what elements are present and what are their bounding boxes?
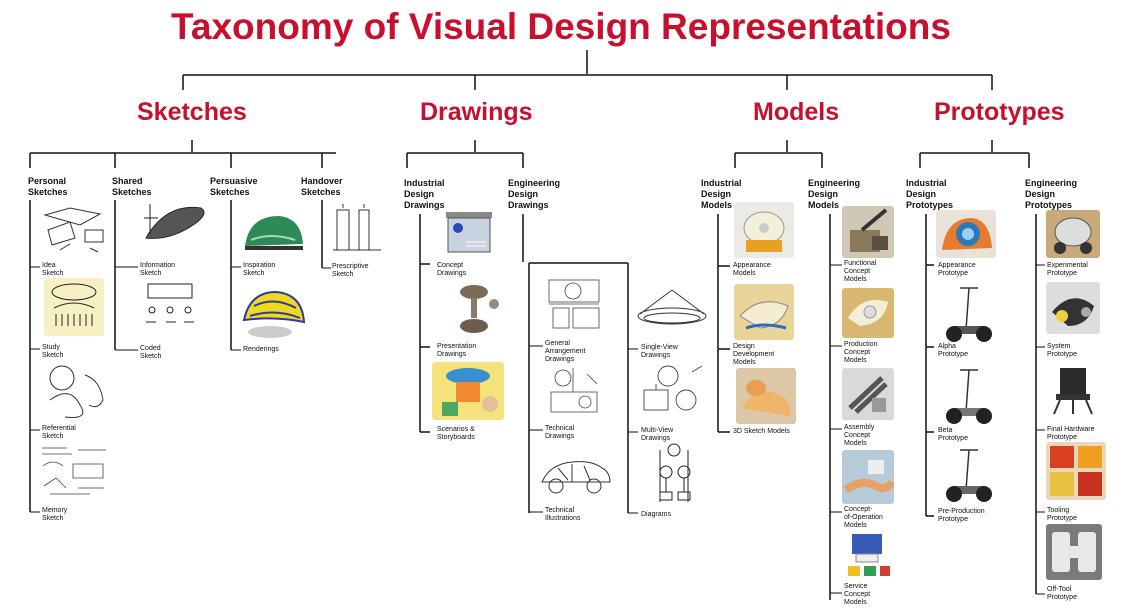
experimental-prototype-illustration [1046,210,1100,258]
renderings-illustration [240,286,306,342]
tooling-prototype-illustration [1046,442,1106,500]
single-view-drawings-illustration [634,288,710,336]
functional-concept-models-illustration [842,206,894,258]
item-beta-prototype: Beta Prototype [938,427,968,442]
subcategory-industrial-design-models: Industrial Design Models [701,178,742,210]
subcategory-persuasive-sketches: Persuasive Sketches [210,176,258,197]
item-general-arrangement-drawings: General Arrangement Drawings [545,340,586,363]
item-service-concept-models: Service Concept Models [844,583,871,606]
category-prototypes: Prototypes [934,98,1065,126]
item-single-view-drawings: Single-View Drawings [641,344,678,359]
prescriptive-sketch-illustration [331,200,383,258]
item-idea-sketch: Idea Sketch [42,262,64,277]
item-system-prototype: System Prototype [1047,343,1077,358]
production-concept-models-illustration [842,288,894,338]
item-assembly-concept-models: Assembly Concept Models [844,424,875,447]
category-sketches: Sketches [137,98,247,126]
referential-sketch-illustration [40,360,110,422]
concept-drawings-illustration [442,204,496,256]
diagrams-illustration [648,440,700,504]
category-drawings: Drawings [420,98,533,126]
idea-sketch-illustration [40,200,110,255]
memory-sketch-illustration [38,442,112,500]
item-design-development-models: Design Development Models [733,343,775,366]
subcategory-industrial-design-prototypes: Industrial Design Prototypes [906,178,954,210]
subcategory-engineering-design-prototypes: Engineering Design Prototypes [1025,178,1078,210]
design-development-models-illustration [734,284,794,340]
sketch-models-3d-illustration [736,368,796,424]
item-final-hardware-prototype: Final Hardware Prototype [1047,426,1095,441]
item-off-tool-prototype: Off-Tool Prototype [1047,586,1077,601]
item-scenarios-storyboards: Scenarios & Storyboards [437,426,475,441]
subcategory-personal-sketches: Personal Sketches [28,176,68,197]
assembly-concept-models-illustration [842,368,894,420]
item-renderings: Renderings [243,346,279,353]
appearance-prototype-illustration [936,210,996,258]
technical-drawings-illustration [543,364,607,420]
item-inspiration-sketch: Inspiration Sketch [243,262,276,277]
item-functional-concept-models: Functional Concept Models [844,260,877,283]
subcategory-engineering-design-drawings: Engineering Design Drawings [508,178,561,210]
item-concept-drawings: Concept Drawings [437,262,467,277]
alpha-prototype-illustration [946,282,992,344]
item-appearance-models: Appearance Models [733,262,771,277]
item-technical-illustrations: Technical Illustrations [545,507,581,522]
presentation-drawings-illustration [452,280,502,338]
technical-illustrations-illustration [538,452,612,500]
item-presentation-drawings: Presentation Drawings [437,343,477,358]
beta-prototype-illustration [946,364,992,426]
off-tool-prototype-illustration [1046,524,1102,580]
item-concept-of-operation-models: Concept- of-Operation Models [844,506,883,529]
subcategory-engineering-design-models: Engineering Design Models [808,178,861,210]
item-coded-sketch: Coded Sketch [140,345,162,360]
subcategory-shared-sketches: Shared Sketches [112,176,152,197]
item-memory-sketch: Memory Sketch [42,507,68,522]
item-information-sketch: Information Sketch [140,262,176,277]
item-experimental-prototype: Experimental Prototype [1047,262,1088,277]
item-alpha-prototype: Alpha Prototype [938,343,968,358]
inspiration-sketch-illustration [241,210,307,254]
category-models: Models [753,98,840,126]
item-study-sketch: Study Sketch [42,344,64,359]
service-concept-models-illustration [842,530,894,582]
item-diagrams: Diagrams [641,511,671,518]
page-title: Taxonomy of Visual Design Representation… [171,6,951,47]
general-arrangement-drawings-illustration [543,274,607,332]
appearance-models-illustration [734,202,794,258]
subcategory-industrial-design-drawings: Industrial Design Drawings [404,178,445,210]
item-3d-sketch-models: 3D Sketch Models [733,428,790,435]
item-multi-view-drawings: Multi-View Drawings [641,427,674,442]
multi-view-drawings-illustration [636,362,706,418]
item-prescriptive-sketch: Prescriptive Sketch [332,263,369,278]
pre-production-prototype-illustration [946,444,992,504]
item-tooling-prototype: Tooling Prototype [1047,507,1077,522]
scenarios-storyboards-illustration [432,362,504,420]
item-appearance-prototype: Appearance Prototype [938,262,976,277]
information-sketch-illustration [138,198,210,253]
final-hardware-prototype-illustration [1046,364,1100,416]
item-pre-production-prototype: Pre-Production Prototype [938,508,985,523]
item-referential-sketch: Referential Sketch [42,425,76,440]
study-sketch-illustration [44,278,104,336]
item-production-concept-models: Production Concept Models [844,341,878,364]
coded-sketch-illustration [140,280,200,330]
concept-of-operation-models-illustration [842,450,894,504]
system-prototype-illustration [1046,282,1100,334]
subcategory-handover-sketches: Handover Sketches [301,176,343,197]
item-technical-drawings: Technical Drawings [545,425,575,440]
